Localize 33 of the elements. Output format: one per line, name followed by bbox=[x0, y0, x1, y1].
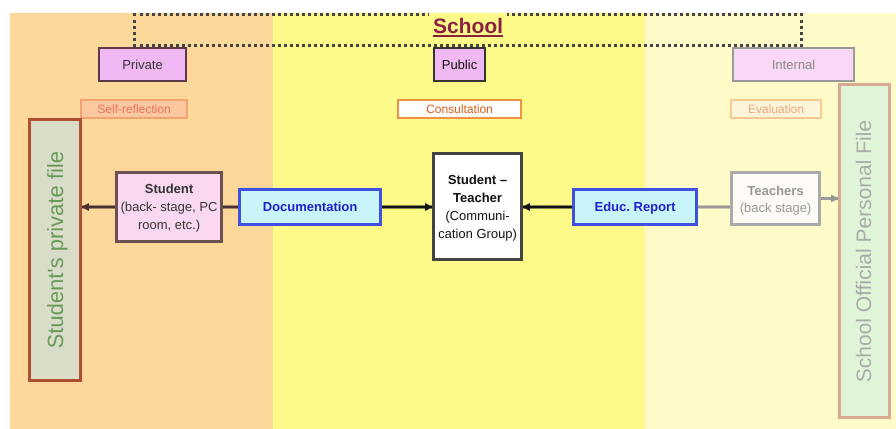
process-box bbox=[115, 171, 223, 243]
file-panel bbox=[28, 118, 82, 382]
box-label: Private bbox=[122, 56, 163, 74]
box-label: Internal bbox=[772, 56, 816, 74]
activity-tag bbox=[730, 99, 822, 119]
arrow bbox=[81, 203, 115, 211]
vertical-label: Student's private file bbox=[42, 151, 68, 349]
vertical-label: School Official Personal File bbox=[852, 120, 877, 382]
box-label: Public bbox=[442, 56, 478, 74]
box-heading: Student bbox=[144, 180, 194, 198]
process-box bbox=[730, 171, 821, 226]
box-label: Documentation bbox=[262, 198, 358, 216]
box-text: (back stage) bbox=[740, 198, 812, 216]
box-text: (back- stage, PC room, etc.) bbox=[120, 198, 218, 234]
box-heading: Teachers bbox=[747, 182, 804, 198]
activity-tag bbox=[397, 99, 522, 119]
process-box bbox=[432, 152, 523, 261]
category-box bbox=[732, 47, 855, 82]
category-box bbox=[98, 47, 187, 82]
arrow bbox=[821, 194, 839, 202]
box-heading: Student – Teacher bbox=[446, 170, 508, 206]
document-box bbox=[572, 188, 698, 226]
arrow bbox=[382, 203, 433, 211]
box-label: Consultation bbox=[426, 101, 493, 118]
arrow bbox=[522, 203, 572, 211]
box-label: Self-reflection bbox=[97, 101, 171, 118]
box-label: Educ. Report bbox=[594, 198, 676, 216]
box-label: Evaluation bbox=[748, 101, 804, 118]
file-panel bbox=[838, 83, 891, 419]
category-box bbox=[433, 47, 486, 82]
activity-tag bbox=[80, 99, 188, 119]
document-box bbox=[238, 188, 382, 226]
box-text: (Communi- cation Group) bbox=[437, 206, 518, 242]
